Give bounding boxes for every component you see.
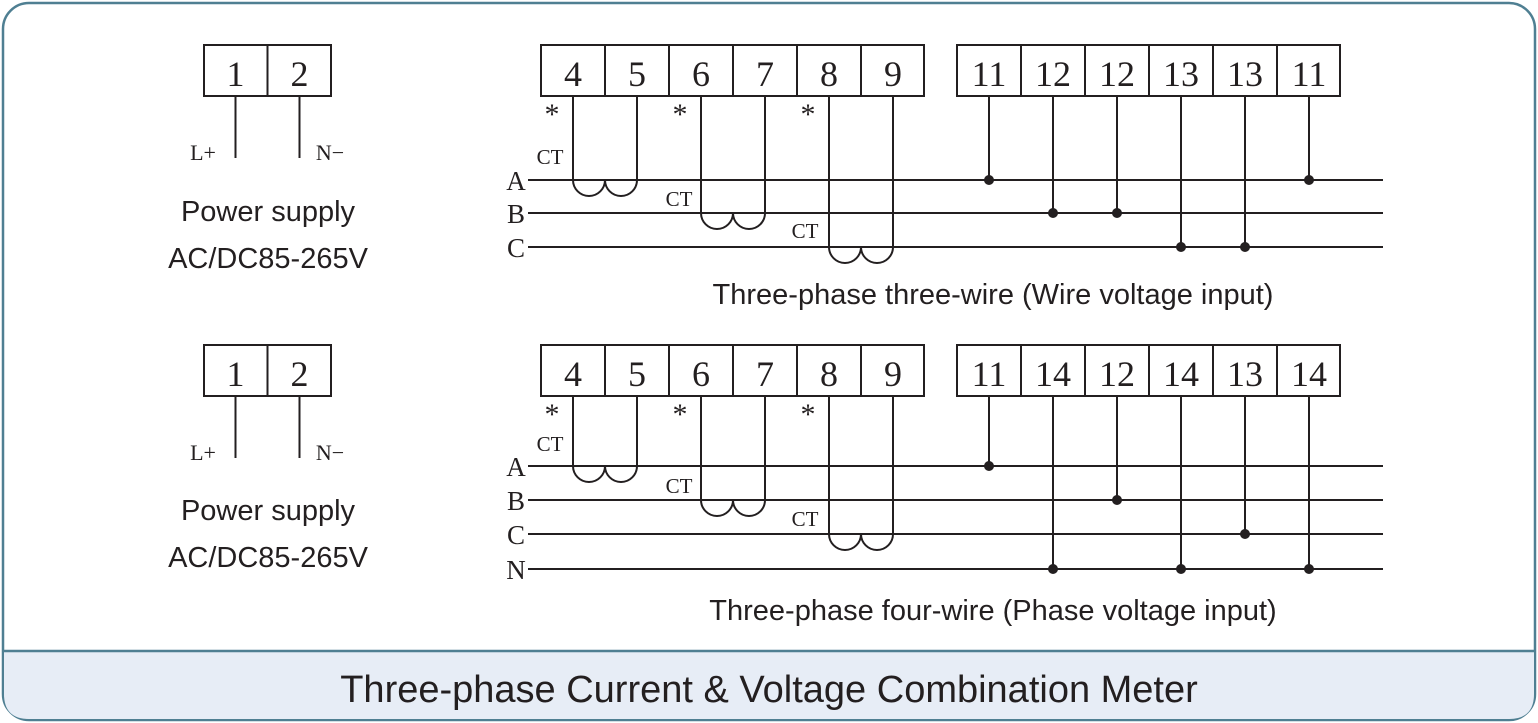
junction-dot (1176, 242, 1186, 252)
polarity-mark: * (673, 98, 688, 131)
current-terminal-number: 4 (564, 354, 582, 394)
ct-coil (572, 96, 638, 197)
polarity-mark: * (545, 398, 560, 431)
power-terminal-number: 2 (291, 54, 309, 94)
current-transformer: * CT (666, 96, 766, 230)
ct-label: CT (537, 432, 564, 456)
current-terminal-number: 5 (628, 54, 646, 94)
polarity-mark: * (673, 398, 688, 431)
ct-coil (828, 96, 894, 264)
voltage-terminal-number: 12 (1099, 354, 1135, 394)
voltage-terminal-number: 11 (972, 354, 1007, 394)
voltage-terminal-number: 12 (1035, 54, 1071, 94)
junction-dot (1240, 529, 1250, 539)
power-supply-title: Power supply (181, 196, 356, 228)
ct-label: CT (666, 474, 693, 498)
voltage-terminal-number: 11 (1292, 54, 1327, 94)
power-supply-block: 1 2 L+ N− Power supply AC/DC85-265V (168, 44, 369, 275)
current-terminal-number: 8 (820, 54, 838, 94)
ct-coil (828, 396, 894, 551)
voltage-terminal-number: 14 (1035, 354, 1071, 394)
current-terminal-block: 4 5 6 7 8 9 (540, 44, 925, 97)
ct-coil (572, 396, 638, 483)
voltage-terminal-number: 12 (1099, 54, 1135, 94)
junction-dot (1240, 242, 1250, 252)
power-label-l: L+ (190, 440, 216, 465)
current-transformer: * CT (666, 396, 766, 517)
voltage-taps (984, 96, 1314, 252)
current-terminal-number: 6 (692, 354, 710, 394)
phase-label: A (506, 452, 526, 482)
current-transformer: * CT (792, 96, 894, 264)
voltage-terminal-number: 13 (1227, 54, 1263, 94)
power-supply-spec: AC/DC85-265V (168, 243, 369, 275)
current-terminal-number: 4 (564, 54, 582, 94)
voltage-terminal-number: 14 (1163, 354, 1199, 394)
power-label-l: L+ (190, 140, 216, 165)
voltage-taps (984, 396, 1314, 574)
power-terminal-number: 2 (291, 354, 309, 394)
power-supply-title: Power supply (181, 495, 356, 527)
junction-dot (1048, 564, 1058, 574)
junction-dot (984, 175, 994, 185)
section-four-wire: 1 2 L+ N− Power supply AC/DC85-265V 4 5 … (168, 344, 1383, 627)
phase-label: B (507, 486, 525, 516)
power-supply-spec: AC/DC85-265V (168, 542, 369, 574)
ct-label: CT (537, 145, 564, 169)
power-supply-block: 1 2 L+ N− Power supply AC/DC85-265V (168, 344, 369, 574)
junction-dot (1304, 564, 1314, 574)
current-terminal-number: 6 (692, 54, 710, 94)
junction-dot (1304, 175, 1314, 185)
section-three-wire: 1 2 L+ N− Power supply AC/DC85-265V 4 5 … (168, 44, 1383, 311)
current-transformer: * CT (537, 396, 638, 483)
current-terminal-number: 9 (884, 354, 902, 394)
junction-dot (1112, 208, 1122, 218)
junction-dot (1176, 564, 1186, 574)
section-caption: Three-phase four-wire (Phase voltage inp… (709, 595, 1276, 627)
current-terminal-number: 9 (884, 54, 902, 94)
polarity-mark: * (801, 98, 816, 131)
ct-label: CT (792, 219, 819, 243)
power-terminal-number: 1 (227, 354, 245, 394)
phase-label: C (507, 520, 525, 550)
power-label-n: N− (316, 140, 344, 165)
voltage-terminal-block: 11 12 12 13 13 11 (956, 44, 1341, 97)
junction-dot (984, 461, 994, 471)
current-transformer: * CT (537, 96, 638, 197)
power-terminal-number: 1 (227, 54, 245, 94)
current-terminal-number: 5 (628, 354, 646, 394)
voltage-terminal-number: 11 (972, 54, 1007, 94)
current-transformer: * CT (792, 396, 894, 551)
voltage-terminal-block: 11 14 12 14 13 14 (956, 344, 1341, 397)
phase-label: B (507, 199, 525, 229)
ct-coil (700, 396, 766, 517)
phase-label: N (506, 555, 526, 585)
voltage-terminal-number: 13 (1227, 354, 1263, 394)
current-terminal-number: 7 (756, 54, 774, 94)
current-terminal-number: 8 (820, 354, 838, 394)
ct-label: CT (666, 187, 693, 211)
junction-dot (1112, 495, 1122, 505)
section-caption: Three-phase three-wire (Wire voltage inp… (713, 279, 1274, 311)
ct-label: CT (792, 507, 819, 531)
power-label-n: N− (316, 440, 344, 465)
phase-label: A (506, 166, 526, 196)
footer-band (4, 651, 1534, 719)
junction-dot (1048, 208, 1058, 218)
voltage-terminal-number: 13 (1163, 54, 1199, 94)
current-terminal-block: 4 5 6 7 8 9 (540, 344, 925, 397)
footer-title: Three-phase Current & Voltage Combinatio… (340, 669, 1198, 711)
polarity-mark: * (801, 398, 816, 431)
voltage-terminal-number: 14 (1291, 354, 1327, 394)
phase-label: C (507, 233, 525, 263)
ct-coil (700, 96, 766, 230)
current-terminal-number: 7 (756, 354, 774, 394)
polarity-mark: * (545, 98, 560, 131)
